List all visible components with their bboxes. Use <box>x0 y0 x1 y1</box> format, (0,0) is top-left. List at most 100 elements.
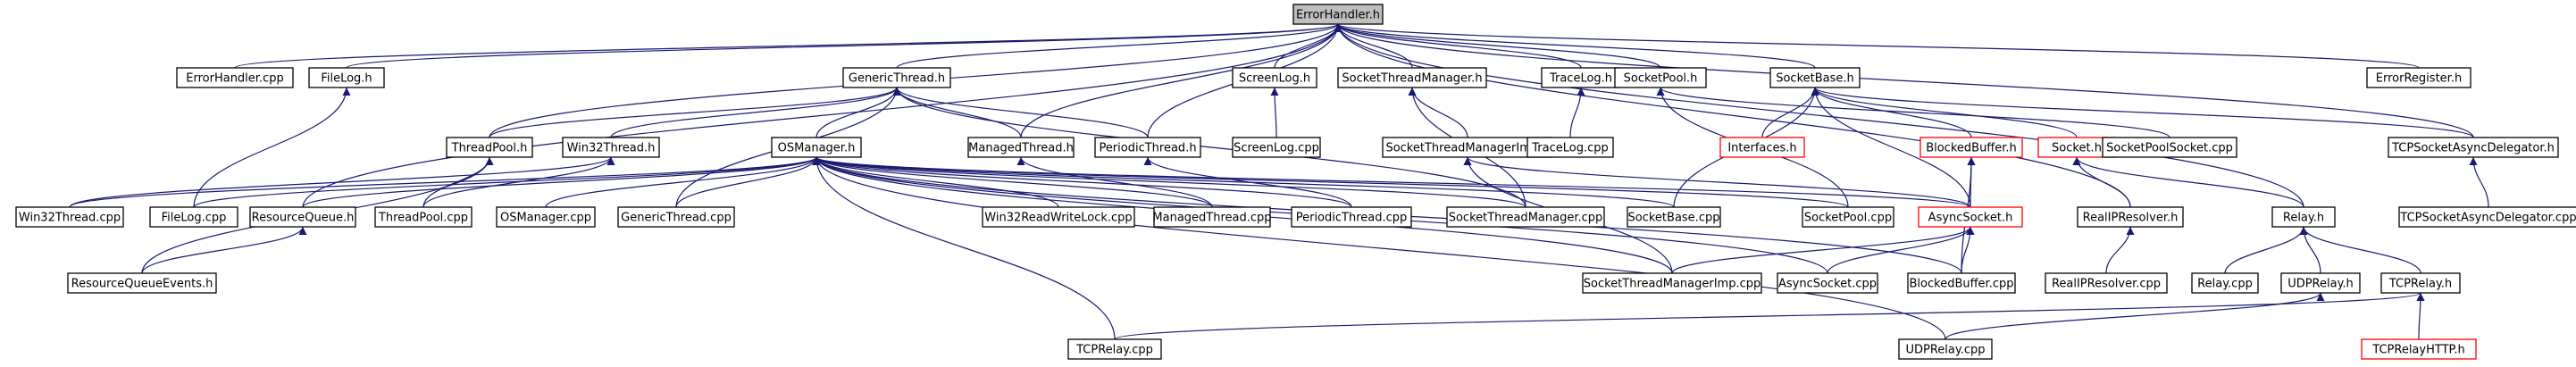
edge-errorregister-h-to-errorhandler-h <box>1334 23 2420 69</box>
edge-win32thread-cpp-to-osmanager-h <box>69 156 821 208</box>
edge-periodicthread-cpp-to-periodicthread-h <box>1143 156 1352 208</box>
node-realipresolver-cpp[interactable]: RealIPResolver.cpp <box>2045 272 2168 294</box>
node-errorregister-h[interactable]: ErrorRegister.h <box>2366 67 2471 88</box>
node-screenlog-h[interactable]: ScreenLog.h <box>1232 67 1317 88</box>
edge-interfaces-h-to-socketbase-h <box>1761 87 1819 138</box>
node-tcprelay-cpp[interactable]: TCPRelay.cpp <box>1067 338 1162 360</box>
node-tracelog-h[interactable]: TraceLog.h <box>1541 67 1621 88</box>
node-filelog-h[interactable]: FileLog.h <box>308 67 385 88</box>
node-label: PeriodicThread.h <box>1099 142 1196 155</box>
node-box <box>562 137 660 158</box>
node-socketthreadmanagerimp-h[interactable]: SocketThreadManagerImp.h <box>1382 137 1553 158</box>
node-label: Relay.h <box>2283 212 2324 225</box>
node-interfaces-h[interactable]: Interfaces.h <box>1719 137 1805 158</box>
edge-relay-h-to-errorhandler-h <box>1334 23 2304 208</box>
node-tcprelayhttp-h[interactable]: TCPRelayHTTP.h <box>2361 338 2477 360</box>
node-resourcequeueevents-h[interactable]: ResourceQueueEvents.h <box>67 272 217 294</box>
node-resourcequeue-h[interactable]: ResourceQueue.h <box>249 206 356 228</box>
node-label: UDPRelay.cpp <box>1905 344 1985 357</box>
node-box <box>1067 338 1162 360</box>
node-socketpool-h[interactable]: SocketPool.h <box>1614 67 1707 88</box>
node-win32readwritelock-cpp[interactable]: Win32ReadWriteLock.cpp <box>982 206 1135 228</box>
node-managedthread-h[interactable]: ManagedThread.h <box>967 137 1075 158</box>
edge-tcprelay-cpp-to-tcprelay-h <box>1114 292 2424 340</box>
edge-screenlog-h-to-errorhandler-h <box>1274 23 1342 69</box>
node-label: GenericThread.cpp <box>621 212 732 225</box>
node-label: OSManager.cpp <box>500 212 591 225</box>
node-udprelay-h[interactable]: UDPRelay.h <box>2280 272 2361 294</box>
edge-asyncsocket-h-to-socketbase-h <box>1811 87 1971 208</box>
node-udprelay-cpp[interactable]: UDPRelay.cpp <box>1898 338 1993 360</box>
node-socketpool-cpp[interactable]: SocketPool.cpp <box>1802 206 1894 228</box>
node-managedthread-cpp[interactable]: ManagedThread.cpp <box>1152 206 1272 228</box>
edge-relay-cpp-to-relay-h <box>2224 226 2308 274</box>
node-box <box>1777 272 1878 294</box>
node-osmanager-cpp[interactable]: OSManager.cpp <box>496 206 596 228</box>
node-threadpool-h[interactable]: ThreadPool.h <box>446 137 533 158</box>
node-osmanager-h[interactable]: OSManager.h <box>771 137 862 158</box>
edge-tracelog-cpp-to-tracelog-h <box>1569 87 1585 138</box>
node-label: AsyncSocket.h <box>1928 212 2013 225</box>
node-asyncsocket-cpp[interactable]: AsyncSocket.cpp <box>1777 272 1878 294</box>
edge-tcpsocketasyncdelegator-cpp-to-tcpsocketasyncdelegator-h <box>2469 156 2489 208</box>
node-socketthreadmanagerimp-cpp[interactable]: SocketThreadManagerImp.cpp <box>1582 272 1762 294</box>
node-tcprelay-h[interactable]: TCPRelay.h <box>2380 272 2461 294</box>
node-relay-cpp[interactable]: Relay.cpp <box>2191 272 2259 294</box>
node-label: ManagedThread.cpp <box>1152 212 1271 225</box>
node-relay-h[interactable]: Relay.h <box>2271 206 2336 228</box>
node-box <box>2388 137 2559 158</box>
node-blockedbuffer-cpp[interactable]: BlockedBuffer.cpp <box>1907 272 2016 294</box>
node-filelog-cpp[interactable]: FileLog.cpp <box>149 206 238 228</box>
node-tcpsocketasyncdelegator-h[interactable]: TCPSocketAsyncDelegator.h <box>2388 137 2559 158</box>
edge-relay-h-to-socket-h <box>2072 156 2304 208</box>
node-label: ThreadPool.h <box>451 142 528 155</box>
node-threadpool-cpp[interactable]: ThreadPool.cpp <box>374 206 473 228</box>
edge-managedthread-h-to-errorhandler-h <box>1020 23 1342 138</box>
node-box <box>308 67 385 88</box>
node-box <box>2366 67 2471 88</box>
node-box <box>2191 272 2259 294</box>
node-socketbase-h[interactable]: SocketBase.h <box>1769 67 1861 88</box>
node-label: SocketPool.h <box>1624 72 1698 86</box>
node-label: BlockedBuffer.h <box>1926 142 2017 155</box>
node-label: GenericThread.h <box>849 72 945 86</box>
edge-socketthreadmanagerimp-cpp-to-asyncsocket-h <box>1671 226 1975 274</box>
node-screenlog-cpp[interactable]: ScreenLog.cpp <box>1232 137 1321 158</box>
node-box <box>2102 137 2237 158</box>
node-label: TraceLog.cpp <box>1531 142 1609 155</box>
node-errorhandler-cpp[interactable]: ErrorHandler.cpp <box>176 67 294 88</box>
node-genericthread-h[interactable]: GenericThread.h <box>842 67 951 88</box>
node-socketthreadmanager-cpp[interactable]: SocketThreadManager.cpp <box>1446 206 1605 228</box>
node-box <box>67 272 217 294</box>
node-socketpoolsocket-cpp[interactable]: SocketPoolSocket.cpp <box>2102 137 2237 158</box>
edges-layer <box>69 23 2489 340</box>
node-periodicthread-h[interactable]: PeriodicThread.h <box>1094 137 1201 158</box>
node-realipresolver-h[interactable]: RealIPResolver.h <box>2077 206 2184 228</box>
edge-blockedbuffer-cpp-to-asyncsocket-h <box>1961 226 1975 274</box>
node-socketbase-cpp[interactable]: SocketBase.cpp <box>1627 206 1721 228</box>
edge-udprelay-h-to-relay-h <box>2299 226 2321 274</box>
node-errorhandler-h[interactable]: ErrorHandler.h <box>1292 4 1384 25</box>
node-label: Win32Thread.cpp <box>19 212 121 225</box>
node-box <box>176 67 294 88</box>
edge-genericthread-h-to-errorhandler-h <box>896 23 1342 69</box>
node-tcpsocketasyncdelegator-cpp[interactable]: TCPSocketAsyncDelegator.cpp <box>2398 206 2576 228</box>
node-label: Interfaces.h <box>1727 142 1796 155</box>
node-genericthread-cpp[interactable]: GenericThread.cpp <box>617 206 735 228</box>
node-periodicthread-cpp[interactable]: PeriodicThread.cpp <box>1291 206 1412 228</box>
node-blockedbuffer-h[interactable]: BlockedBuffer.h <box>1919 137 2023 158</box>
edge-asyncsocket-h-to-socketthreadmanagerimp-h <box>1463 156 1971 208</box>
node-label: TCPSocketAsyncDelegator.cpp <box>2399 212 2576 225</box>
node-box <box>771 137 862 158</box>
node-win32thread-h[interactable]: Win32Thread.h <box>562 137 660 158</box>
node-box <box>1232 137 1321 158</box>
edge-asyncsocket-cpp-to-asyncsocket-h <box>1827 226 1975 274</box>
node-box <box>496 206 596 228</box>
node-label: BlockedBuffer.cpp <box>1910 278 2014 291</box>
node-socketthreadmanager-h[interactable]: SocketThreadManager.h <box>1337 67 1487 88</box>
node-win32thread-cpp[interactable]: Win32Thread.cpp <box>15 206 124 228</box>
edge-socketthreadmanagerimp-h-to-socketthreadmanager-h <box>1408 87 1468 138</box>
node-tracelog-cpp[interactable]: TraceLog.cpp <box>1526 137 1614 158</box>
node-asyncsocket-h[interactable]: AsyncSocket.h <box>1918 206 2023 228</box>
node-socket-h[interactable]: Socket.h <box>2037 137 2116 158</box>
